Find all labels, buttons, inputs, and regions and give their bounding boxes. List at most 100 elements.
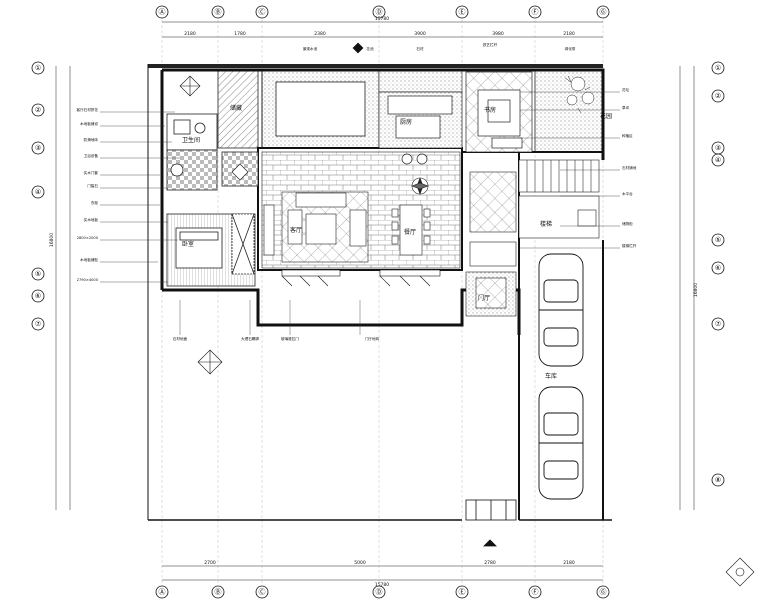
grid-bubble-bottom-2-label: Ⓒ xyxy=(259,588,266,596)
ann-right-6: 储物柜 xyxy=(622,221,633,226)
grid-bubble-right-5: ⑥ xyxy=(711,261,725,275)
bottom-dim-2: 5000 xyxy=(354,560,366,566)
grid-bubble-top-1-label: Ⓑ xyxy=(215,8,222,16)
room-bedroom: 卧室 xyxy=(182,240,194,248)
top-dim-2: 1780 xyxy=(234,31,246,37)
left-total-dim: 16800 xyxy=(49,233,55,247)
bottom-dim-1: 2700 xyxy=(204,560,216,566)
room-dining: 餐厅 xyxy=(404,228,416,236)
ann-top-4: 铁艺栏杆 xyxy=(483,42,498,47)
grid-bubble-right-0: ① xyxy=(711,61,725,75)
room-storage: 储藏 xyxy=(230,104,242,112)
grid-bubble-left-0: ① xyxy=(31,61,45,75)
ann-left-4: 卫浴设备 xyxy=(84,153,99,158)
grid-bubble-bottom-5: Ⓕ xyxy=(528,585,542,599)
grid-bubble-right-1-label: ② xyxy=(715,92,721,100)
grid-bubble-left-1: ② xyxy=(31,103,45,117)
room-bath: 卫生间 xyxy=(182,136,200,144)
top-garden xyxy=(148,64,604,153)
ann-left-10: 木地板铺贴 xyxy=(80,257,98,262)
grid-bubble-right-6: ⑦ xyxy=(711,317,725,331)
grid-bubble-right-0-label: ① xyxy=(715,64,721,72)
ann-top-5: 绿化带 xyxy=(565,46,576,51)
ann-left-8: 实木地板 xyxy=(84,217,99,222)
grid-bubble-right-2: ③ xyxy=(711,141,725,155)
room-garden: 花园 xyxy=(600,112,612,120)
grid-bubble-top-1: Ⓑ xyxy=(211,5,225,19)
grid-bubble-top-4-label: Ⓔ xyxy=(459,8,466,16)
ann-right-7: 楼梯栏杆 xyxy=(622,243,637,248)
grid-bubble-bottom-6-label: Ⓖ xyxy=(600,588,607,596)
grid-bubble-top-5: Ⓕ xyxy=(528,5,542,19)
stair-storage xyxy=(465,159,600,317)
grid-bubble-left-5-label: ⑥ xyxy=(35,292,41,300)
ann-right-1: 花坛 xyxy=(622,87,630,92)
room-stair: 楼梯 xyxy=(540,220,552,228)
grid-bubble-top-0: Ⓐ xyxy=(155,5,169,19)
ann-bottom-3: 玻璃推拉门 xyxy=(281,336,299,341)
grid-bubble-left-0-label: ① xyxy=(35,64,41,72)
right-total-dim: 16800 xyxy=(693,283,699,297)
grid-bubble-top-4: Ⓔ xyxy=(455,5,469,19)
bottom-dim-4: 2180 xyxy=(563,560,575,566)
grid-bubble-right-7-label: ⑧ xyxy=(715,476,721,484)
ann-right-4: 石材铺地 xyxy=(622,165,637,170)
top-dim-3: 2380 xyxy=(314,31,326,37)
ann-left-2: 木地板铺设 xyxy=(80,121,98,126)
grid-bubble-bottom-3-label: Ⓓ xyxy=(376,588,383,596)
room-study: 书房 xyxy=(484,106,496,114)
grid-bubble-bottom-2: Ⓒ xyxy=(255,585,269,599)
grid-bubble-top-2-label: Ⓒ xyxy=(259,8,266,16)
living-dining xyxy=(261,151,461,287)
grid-bubble-left-3: ④ xyxy=(31,185,45,199)
grid-bubble-left-6: ⑦ xyxy=(31,317,45,331)
ann-bottom-2: 大理石踢脚 xyxy=(241,336,259,341)
grid-bubble-left-2: ③ xyxy=(31,141,45,155)
grid-bubble-right-1: ② xyxy=(711,89,725,103)
grid-bubble-right-3: ④ xyxy=(711,153,725,167)
grid-bubble-right-6-label: ⑦ xyxy=(715,320,721,328)
ann-bottom-1: 石材地面 xyxy=(173,336,188,341)
grid-bubble-bottom-1: Ⓑ xyxy=(211,585,225,599)
grid-bubble-left-2-label: ③ xyxy=(35,144,41,152)
ann-right-2: 草坪 xyxy=(622,105,630,110)
grid-bubble-bottom-1-label: Ⓑ xyxy=(215,588,222,596)
grid-bubble-right-3-label: ④ xyxy=(715,156,721,164)
grid-bubble-left-3-label: ④ xyxy=(35,188,41,196)
ann-top-3: 石材 xyxy=(416,46,424,51)
ann-right-5: 木平台 xyxy=(622,191,633,196)
bottom-dim-3: 2780 xyxy=(484,560,496,566)
grid-bubble-left-1-label: ② xyxy=(35,106,41,114)
grid-bubble-bottom-4-label: Ⓔ xyxy=(459,588,466,596)
top-dim-4: 3900 xyxy=(414,31,426,37)
dimension-labels: 15780 2180 1780 2380 3900 3980 2180 2700… xyxy=(49,16,699,588)
grid-bubble-left-4-label: ⑤ xyxy=(35,270,41,278)
grid-bubble-right-4-label: ⑤ xyxy=(715,236,721,244)
grid-bubble-right-7: ⑧ xyxy=(711,473,725,487)
ann-bottom-4: 门厅地砖 xyxy=(365,336,380,341)
ann-left-6: 门槛石 xyxy=(87,183,98,188)
grid-bubble-bottom-3: Ⓓ xyxy=(372,585,386,599)
kitchen xyxy=(378,91,463,165)
grid-bubble-top-3: Ⓓ xyxy=(372,5,386,19)
grid-bubble-bottom-0: Ⓐ xyxy=(155,585,169,599)
grid-bubble-right-4: ⑤ xyxy=(711,233,725,247)
grid-bubble-right-5-label: ⑥ xyxy=(715,264,721,272)
grid-bubble-top-5-label: Ⓕ xyxy=(532,8,539,16)
grid-bubble-left-6-label: ⑦ xyxy=(35,320,41,328)
top-dim-6: 2180 xyxy=(563,31,575,37)
ann-left-5: 实木门套 xyxy=(84,170,99,175)
grid-bubble-top-2: Ⓒ xyxy=(255,5,269,19)
grid-bubble-bottom-6: Ⓖ xyxy=(596,585,610,599)
grid-bubble-left-4: ⑤ xyxy=(31,267,45,281)
grid-bubble-top-0-label: Ⓐ xyxy=(159,8,166,16)
ann-top-2: 花池 xyxy=(366,46,374,51)
grid-bubble-top-3-label: Ⓓ xyxy=(376,8,383,16)
top-dim-1: 2180 xyxy=(184,31,196,37)
dimension-lines xyxy=(55,21,695,581)
study xyxy=(465,71,533,153)
ann-top-1: 景观水池 xyxy=(303,46,318,51)
grid-bubble-top-6-label: Ⓖ xyxy=(600,8,607,16)
garage-cars xyxy=(538,253,584,500)
